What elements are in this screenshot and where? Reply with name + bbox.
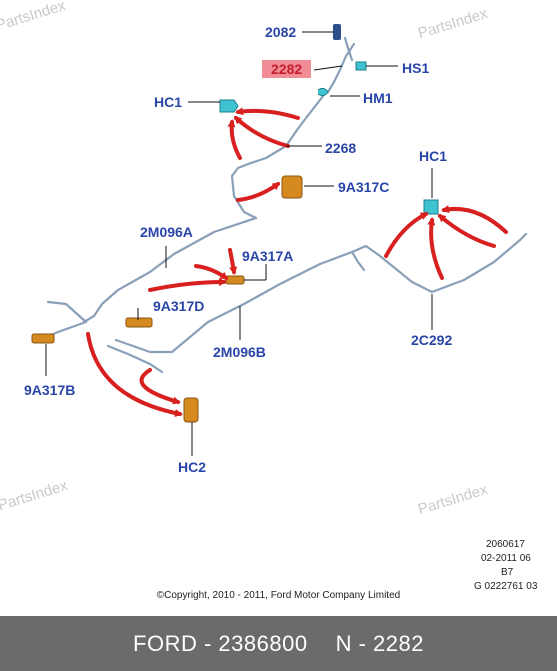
hose-9a317b-branch xyxy=(42,300,88,340)
red-arrows xyxy=(86,107,508,417)
callout-hm1[interactable]: HM1 xyxy=(363,90,393,106)
drawing-code-2: 02-2011 06 xyxy=(481,553,531,564)
hose-lines xyxy=(42,36,528,374)
hose-2m096a xyxy=(82,216,258,324)
drawing-code-3: B7 xyxy=(501,567,514,578)
callout-9a317c[interactable]: 9A317C xyxy=(338,179,390,195)
fitting-2082-icon xyxy=(333,24,341,40)
callout-2m096a[interactable]: 2M096A xyxy=(140,224,193,240)
hose-2282 xyxy=(326,42,356,94)
hose-2m096b xyxy=(114,232,528,354)
bracket-9a317d-icon xyxy=(125,317,153,328)
copyright-notice: ©Copyright, 2010 - 2011, Ford Motor Comp… xyxy=(156,590,401,601)
clip-hm1-icon xyxy=(317,87,329,97)
callout-2282-highlighted[interactable]: 2282 xyxy=(262,60,312,78)
reference-number: N - 2282 xyxy=(335,630,424,656)
callout-2268[interactable]: 2268 xyxy=(325,140,357,156)
part-footer-bar: FORD - 2386800 N - 2282 xyxy=(0,616,557,671)
callout-2m096b[interactable]: 2M096B xyxy=(213,344,266,360)
callout-9a317a[interactable]: 9A317A xyxy=(242,248,294,264)
callout-hc1-right[interactable]: HC1 xyxy=(419,148,448,164)
drawing-code-4: G 0222761 03 xyxy=(474,581,538,592)
connector-hc1-top-icon xyxy=(219,99,239,113)
hose-2c292 xyxy=(350,250,366,272)
bracket-9a317b-icon xyxy=(31,333,55,344)
connectors xyxy=(219,24,439,215)
hose-2082 xyxy=(343,36,354,62)
callout-9a317d[interactable]: 9A317D xyxy=(153,298,205,314)
callout-hs1[interactable]: HS1 xyxy=(402,60,430,76)
clip-hs1-icon xyxy=(355,61,367,71)
drawing-code-1: 2060617 xyxy=(486,539,525,550)
brackets xyxy=(31,175,303,423)
connector-hc1-right-icon xyxy=(423,199,439,215)
callout-2082[interactable]: 2082 xyxy=(265,24,297,40)
callout-9a317b[interactable]: 9A317B xyxy=(24,382,76,398)
hose-diagram xyxy=(31,24,528,456)
leader-lines xyxy=(45,31,433,456)
bracket-9a317a-icon xyxy=(225,275,245,285)
part-number: FORD - 2386800 xyxy=(133,630,308,656)
callout-2c292[interactable]: 2C292 xyxy=(411,332,453,348)
hose-2268 xyxy=(230,90,328,220)
bracket-9a317c-icon xyxy=(281,175,303,199)
hose-hc2-branch xyxy=(106,344,164,374)
bracket-hc2-icon xyxy=(183,397,199,423)
callout-hc2[interactable]: HC2 xyxy=(178,459,207,475)
callout-hc1-top[interactable]: HC1 xyxy=(154,94,183,110)
